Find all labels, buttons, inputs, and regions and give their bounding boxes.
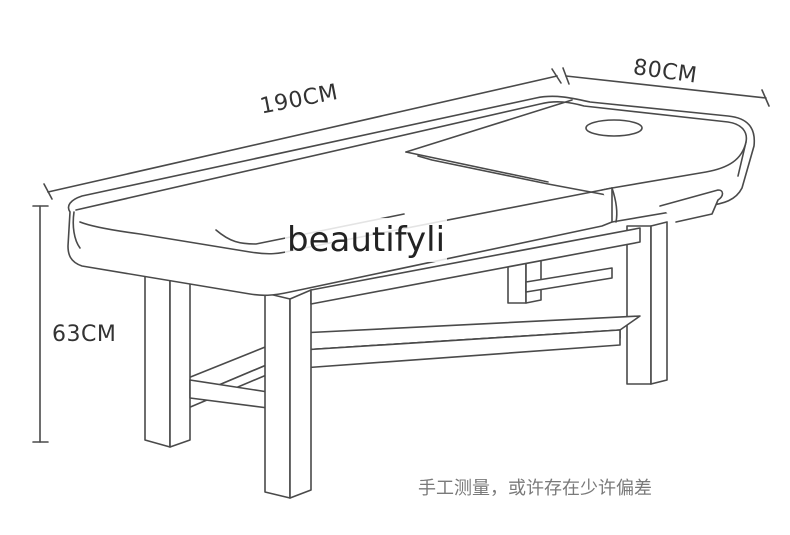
height-dimension-line	[32, 205, 49, 443]
tabletop	[67, 95, 756, 297]
measurement-note: 手工测量，或许存在少许偏差	[418, 478, 652, 499]
height-label: 63CM	[52, 322, 117, 347]
length-dimension-line	[43, 68, 562, 200]
watermark-text: beautifyli	[285, 218, 448, 262]
width-dimension-line	[562, 67, 770, 107]
table-frame	[144, 221, 668, 499]
